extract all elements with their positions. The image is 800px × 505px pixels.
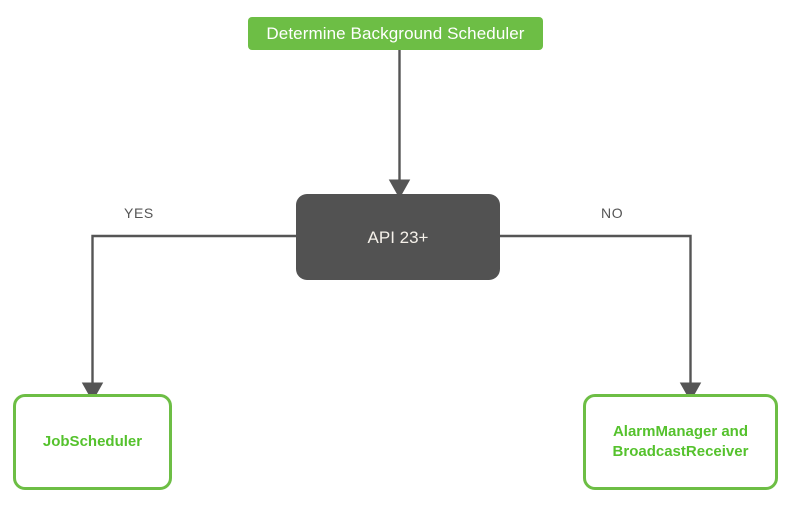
node-alarmmanager-broadcastreceiver[interactable]: AlarmManager and BroadcastReceiver <box>583 394 778 490</box>
node-decision-label: API 23+ <box>367 227 429 247</box>
node-determine-background-scheduler[interactable]: Determine Background Scheduler <box>248 17 543 50</box>
edge-decision-to-alarmmanager <box>500 234 702 402</box>
node-jobscheduler[interactable]: JobScheduler <box>13 394 172 490</box>
node-start-label: Determine Background Scheduler <box>266 24 525 43</box>
edge-label-yes: YES <box>124 205 154 221</box>
edge-decision-to-jobscheduler <box>81 234 296 402</box>
node-alarmmanager-label: AlarmManager and BroadcastReceiver <box>612 422 749 460</box>
node-jobscheduler-label: JobScheduler <box>42 432 143 450</box>
node-api-23-decision[interactable]: API 23+ <box>296 194 500 280</box>
edge-label-no: NO <box>601 205 624 221</box>
